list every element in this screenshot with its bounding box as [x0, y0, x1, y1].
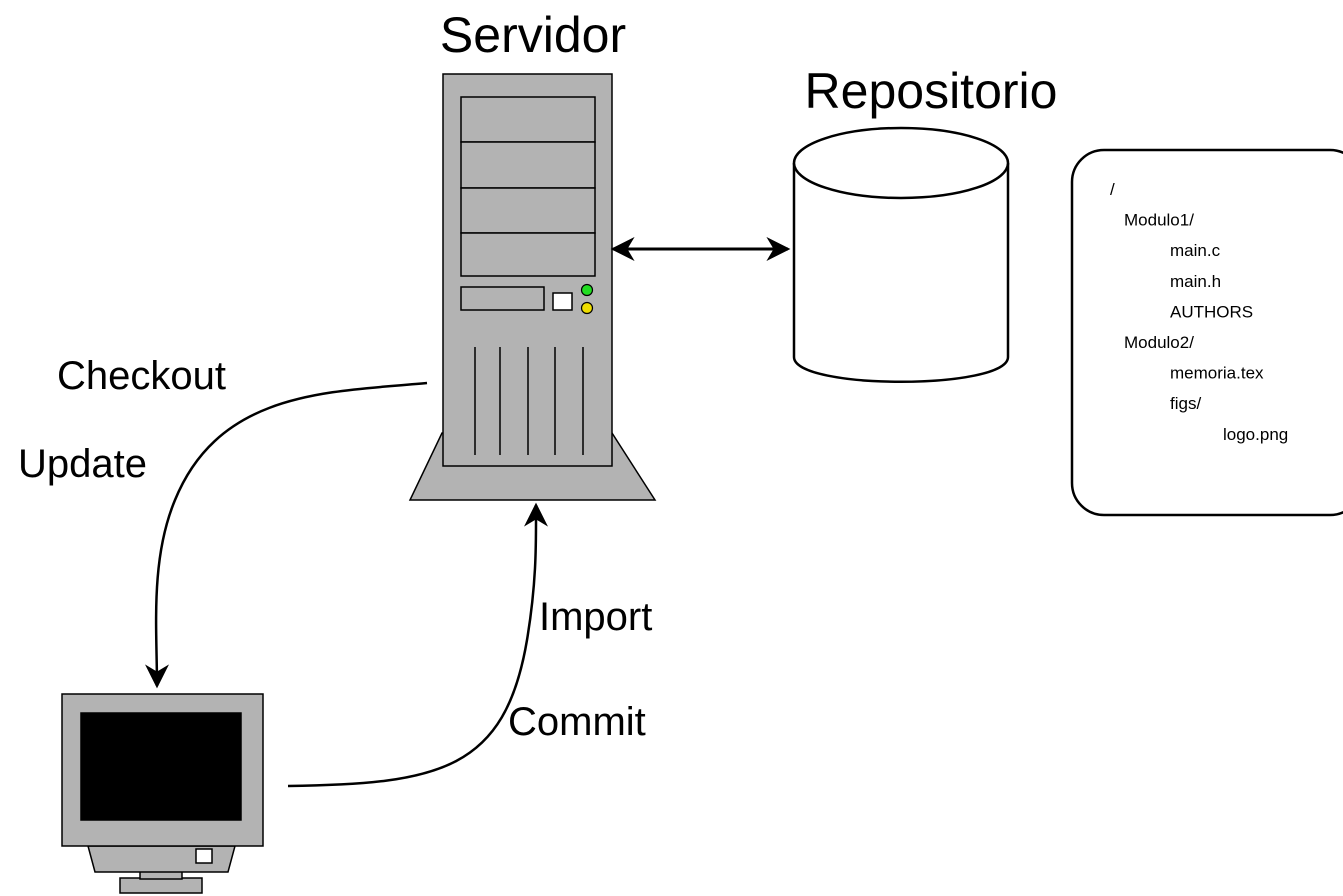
file-tree-entry: / — [1110, 180, 1115, 199]
checkout-label: Checkout — [57, 354, 226, 398]
file-tree-entry: memoria.tex — [1170, 364, 1264, 383]
file-tree-entry: logo.png — [1223, 425, 1288, 444]
update-label: Update — [18, 442, 147, 486]
import-commit-arrow — [287, 502, 549, 788]
file-tree-entry: main.h — [1170, 272, 1221, 291]
checkout-update-arrow — [144, 381, 428, 689]
server-label: Servidor — [440, 7, 626, 63]
server-tower-icon — [408, 73, 657, 501]
file-tree-entry: Modulo2/ — [1124, 333, 1194, 352]
file-tree-entry: Modulo1/ — [1124, 211, 1194, 230]
import-label: Import — [539, 595, 652, 639]
repository-label: Repositorio — [805, 63, 1058, 119]
file-tree-entry: figs/ — [1170, 394, 1201, 413]
database-cylinder-icon — [792, 126, 1010, 383]
file-tree-box — [1070, 148, 1343, 517]
file-tree-entry: AUTHORS — [1170, 302, 1253, 321]
desktop-computer-icon — [61, 693, 264, 894]
commit-label: Commit — [508, 700, 646, 744]
file-tree-entry: main.c — [1170, 241, 1221, 260]
